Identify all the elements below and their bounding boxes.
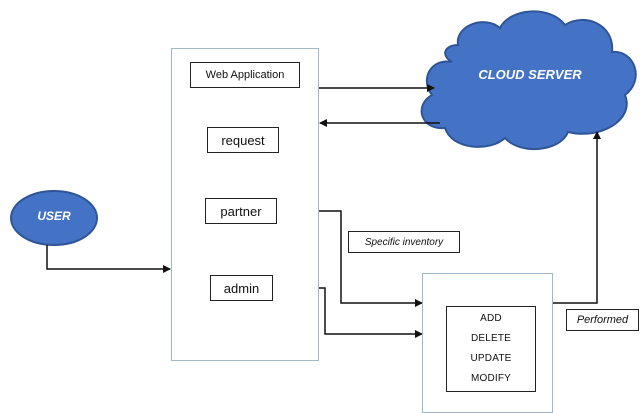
cloud-server-label: CLOUD SERVER [478, 67, 582, 82]
operation-add: ADD [480, 313, 502, 324]
performed-text: Performed [576, 314, 629, 326]
operation-update: UPDATE [470, 353, 512, 364]
user-to-webapp-arrow [46, 245, 171, 273]
operation-delete: DELETE [470, 333, 512, 344]
request-box: request [207, 127, 279, 153]
cloud-server-node [420, 10, 637, 150]
request-text: request [221, 132, 265, 148]
web-application-text: Web Application [205, 69, 285, 81]
user-node-label: USER [37, 209, 71, 223]
web-application-label: Web Application [190, 62, 300, 88]
operations-to-cloud-arrow [553, 131, 601, 304]
cloud-shape [420, 10, 637, 150]
admin-text: admin [223, 280, 260, 296]
performed-label: Performed [566, 309, 639, 331]
operation-modify: MODIFY [470, 373, 512, 384]
operations-list: ADD DELETE UPDATE MODIFY [446, 306, 536, 392]
specific-inventory-label: Specific inventory [348, 231, 460, 253]
admin-box: admin [210, 275, 273, 301]
partner-box: partner [205, 198, 277, 224]
specific-inventory-text: Specific inventory [364, 236, 444, 248]
partner-text: partner [220, 203, 262, 219]
user-node [10, 190, 98, 246]
